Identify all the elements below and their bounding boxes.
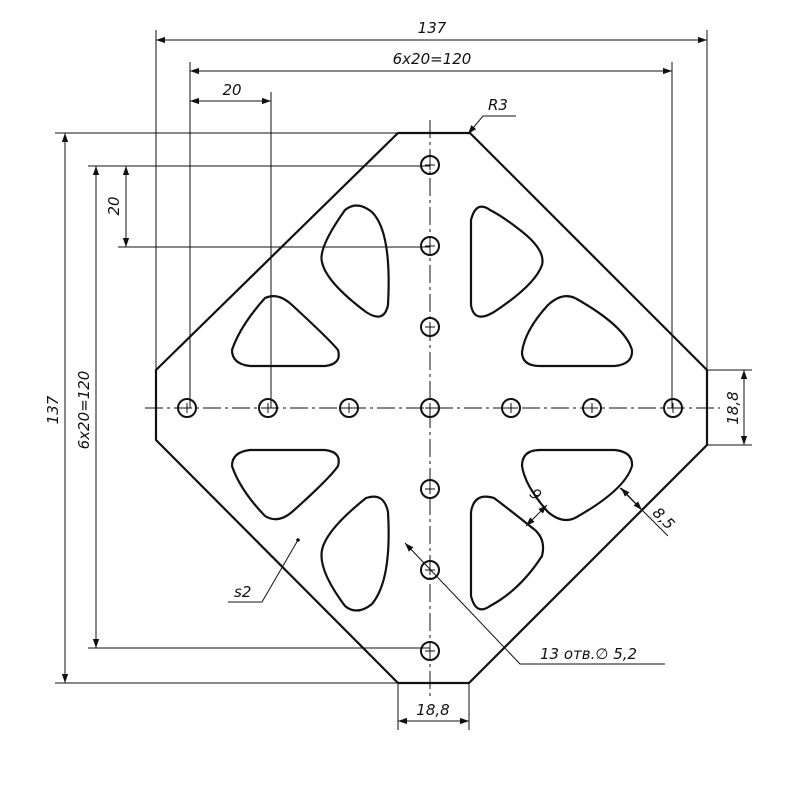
dim-line-slot-offset <box>620 487 643 511</box>
label-overall-height: 137 <box>44 395 62 424</box>
cutout-bottom-left <box>320 495 390 612</box>
dim-line-web-width <box>525 504 548 527</box>
cutout-left-lower <box>230 448 340 521</box>
mounting-hole <box>420 479 440 499</box>
mounting-hole <box>663 398 683 418</box>
label-thickness: s2 <box>234 583 251 601</box>
thickness-leader-dot <box>296 538 300 542</box>
label-web-width: 9 <box>526 485 545 504</box>
leader-radius <box>467 115 516 135</box>
mounting-hole <box>420 398 440 418</box>
mounting-hole <box>501 398 521 418</box>
cutout-right-lower <box>520 448 634 522</box>
cutout-right-upper <box>520 295 634 368</box>
cutout-top-right <box>469 205 544 318</box>
mounting-hole <box>420 317 440 337</box>
mounting-hole <box>420 236 440 256</box>
label-flat-right: 18,8 <box>724 391 742 424</box>
mounting-hole <box>420 641 440 661</box>
label-flat-bottom: 18,8 <box>416 701 449 719</box>
mounting-hole <box>258 398 278 418</box>
leader-holes-note <box>404 542 665 665</box>
label-hole-pitch-h: 6x20=120 <box>393 50 472 68</box>
mounting-hole <box>339 398 359 418</box>
label-overall-width: 137 <box>418 19 447 37</box>
cutout-top-left <box>320 204 390 318</box>
leader-thickness <box>228 539 299 603</box>
label-pitch-v: 20 <box>105 196 123 215</box>
label-pitch-h: 20 <box>222 81 241 99</box>
mounting-holes <box>177 155 683 661</box>
mounting-hole <box>582 398 602 418</box>
label-hole-pitch-v: 6x20=120 <box>75 371 93 450</box>
mounting-hole <box>420 155 440 175</box>
label-holes-note: 13 отв.∅ 5,2 <box>540 645 637 663</box>
cutout-left-upper <box>230 295 340 368</box>
cutout-bottom-right <box>469 495 545 611</box>
mounting-hole <box>420 560 440 580</box>
label-radius: R3 <box>488 96 508 114</box>
mounting-hole <box>177 398 197 418</box>
label-slot-offset: 8,5 <box>649 504 679 534</box>
